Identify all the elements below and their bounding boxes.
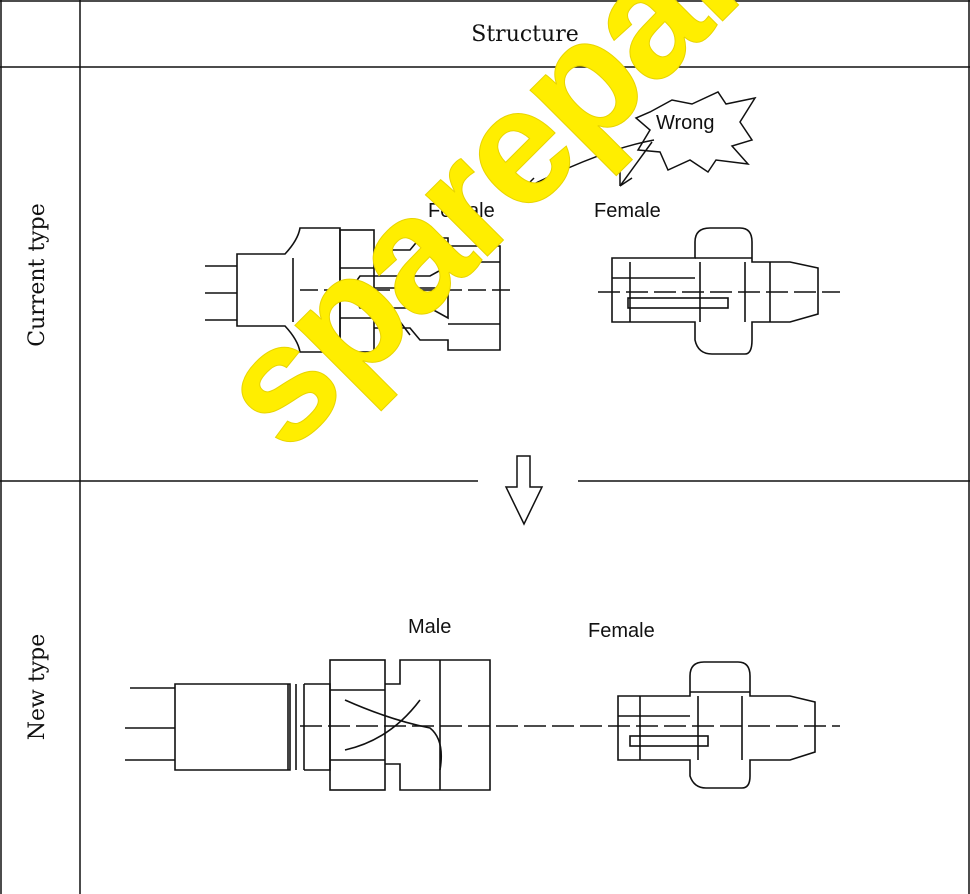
new-left-male-label: Male [408, 616, 452, 638]
new-right-fitting [617, 661, 816, 789]
callout-wrong-label: Wrong [656, 112, 715, 134]
current-left-female-label: Female [428, 200, 495, 222]
row-label-new-type: New type [25, 633, 50, 741]
new-left-fitting [125, 659, 840, 791]
structure-header-label: Structure [471, 21, 579, 47]
new-right-female-label: Female [588, 620, 655, 642]
structure-header: Structure [80, 0, 970, 68]
current-right-fitting [598, 227, 840, 355]
row-label-current-type: Current type [25, 203, 50, 347]
current-right-female-label: Female [594, 200, 661, 222]
current-left-fitting [205, 227, 516, 353]
wrong-callout [521, 91, 757, 191]
down-arrow-icon [504, 455, 544, 526]
